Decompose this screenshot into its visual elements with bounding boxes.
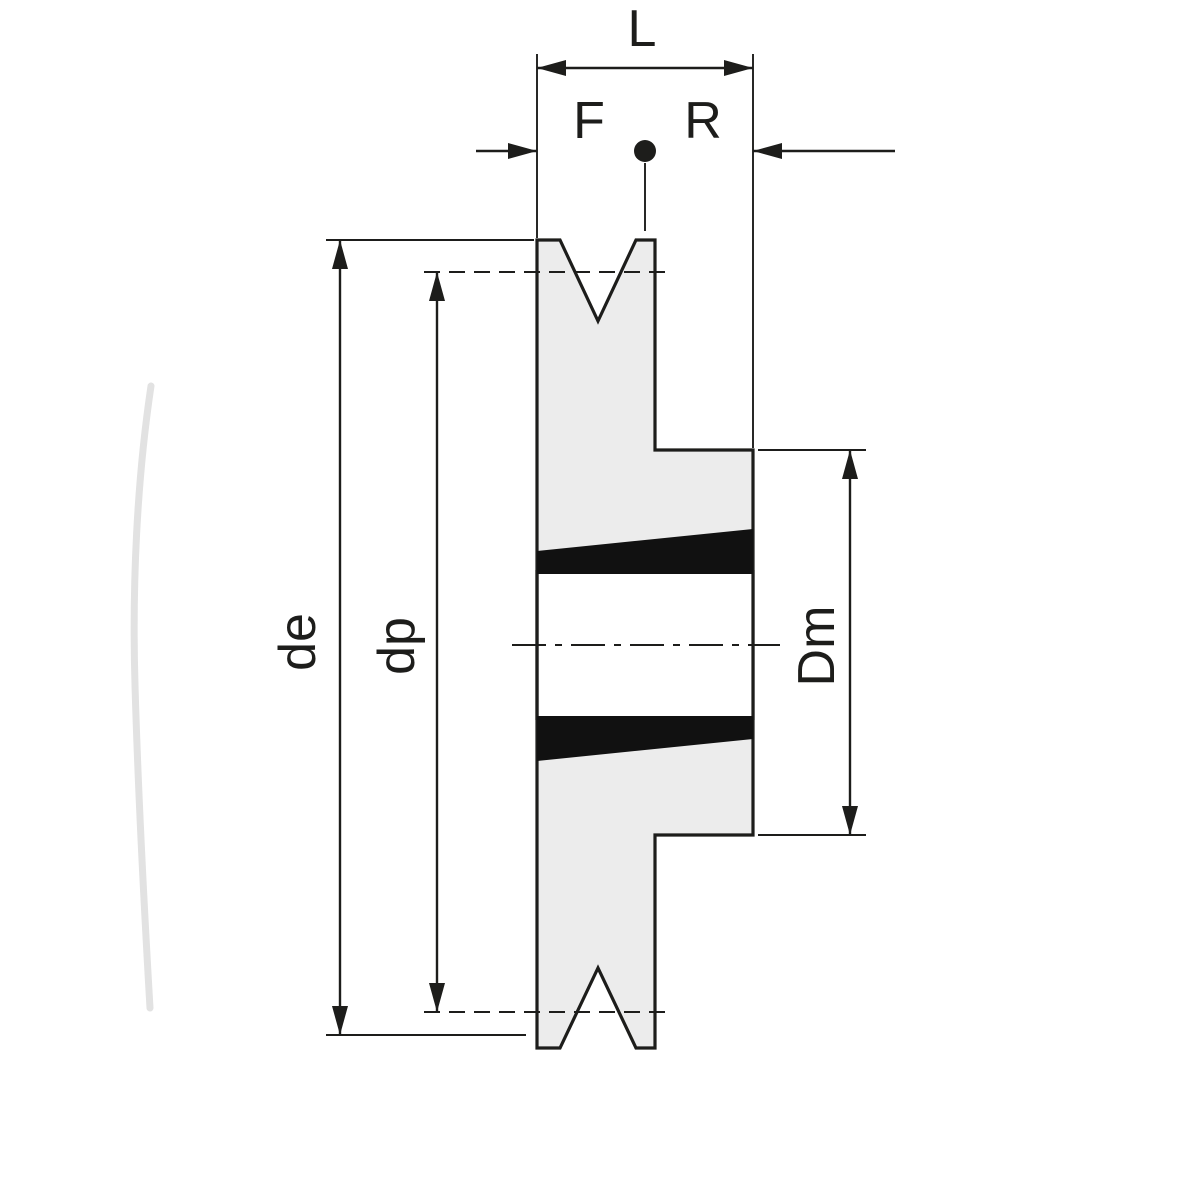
label-de: de <box>269 613 327 671</box>
taper-bushing-lower <box>537 716 753 761</box>
arrowhead-dp-bottom-icon <box>429 983 445 1012</box>
dimension-L: L <box>536 0 754 448</box>
arrowhead-Dm-top-icon <box>842 450 858 479</box>
arrowhead-F-icon <box>508 143 537 159</box>
label-F: F <box>573 92 605 150</box>
arrowhead-de-bottom-icon <box>332 1006 348 1035</box>
arrowhead-de-top-icon <box>332 240 348 269</box>
watermark-curve <box>130 382 155 1012</box>
arrowhead-Dm-bottom-icon <box>842 806 858 835</box>
label-dp: dp <box>368 617 426 675</box>
dimension-de: de <box>269 239 534 1036</box>
arrowhead-R-icon <box>753 143 782 159</box>
label-Dm: Dm <box>788 606 846 687</box>
arrowhead-dp-top-icon <box>429 272 445 301</box>
dimension-dp: dp <box>368 271 668 1013</box>
label-R: R <box>684 92 722 150</box>
dimension-Dm: Dm <box>758 449 866 836</box>
dimension-F-R: F R <box>476 92 895 231</box>
label-L: L <box>628 0 657 58</box>
taper-bushing-upper <box>537 529 753 574</box>
arrowhead-right-icon <box>724 60 753 76</box>
arrowhead-left-icon <box>537 60 566 76</box>
reference-point-dot <box>634 140 656 162</box>
